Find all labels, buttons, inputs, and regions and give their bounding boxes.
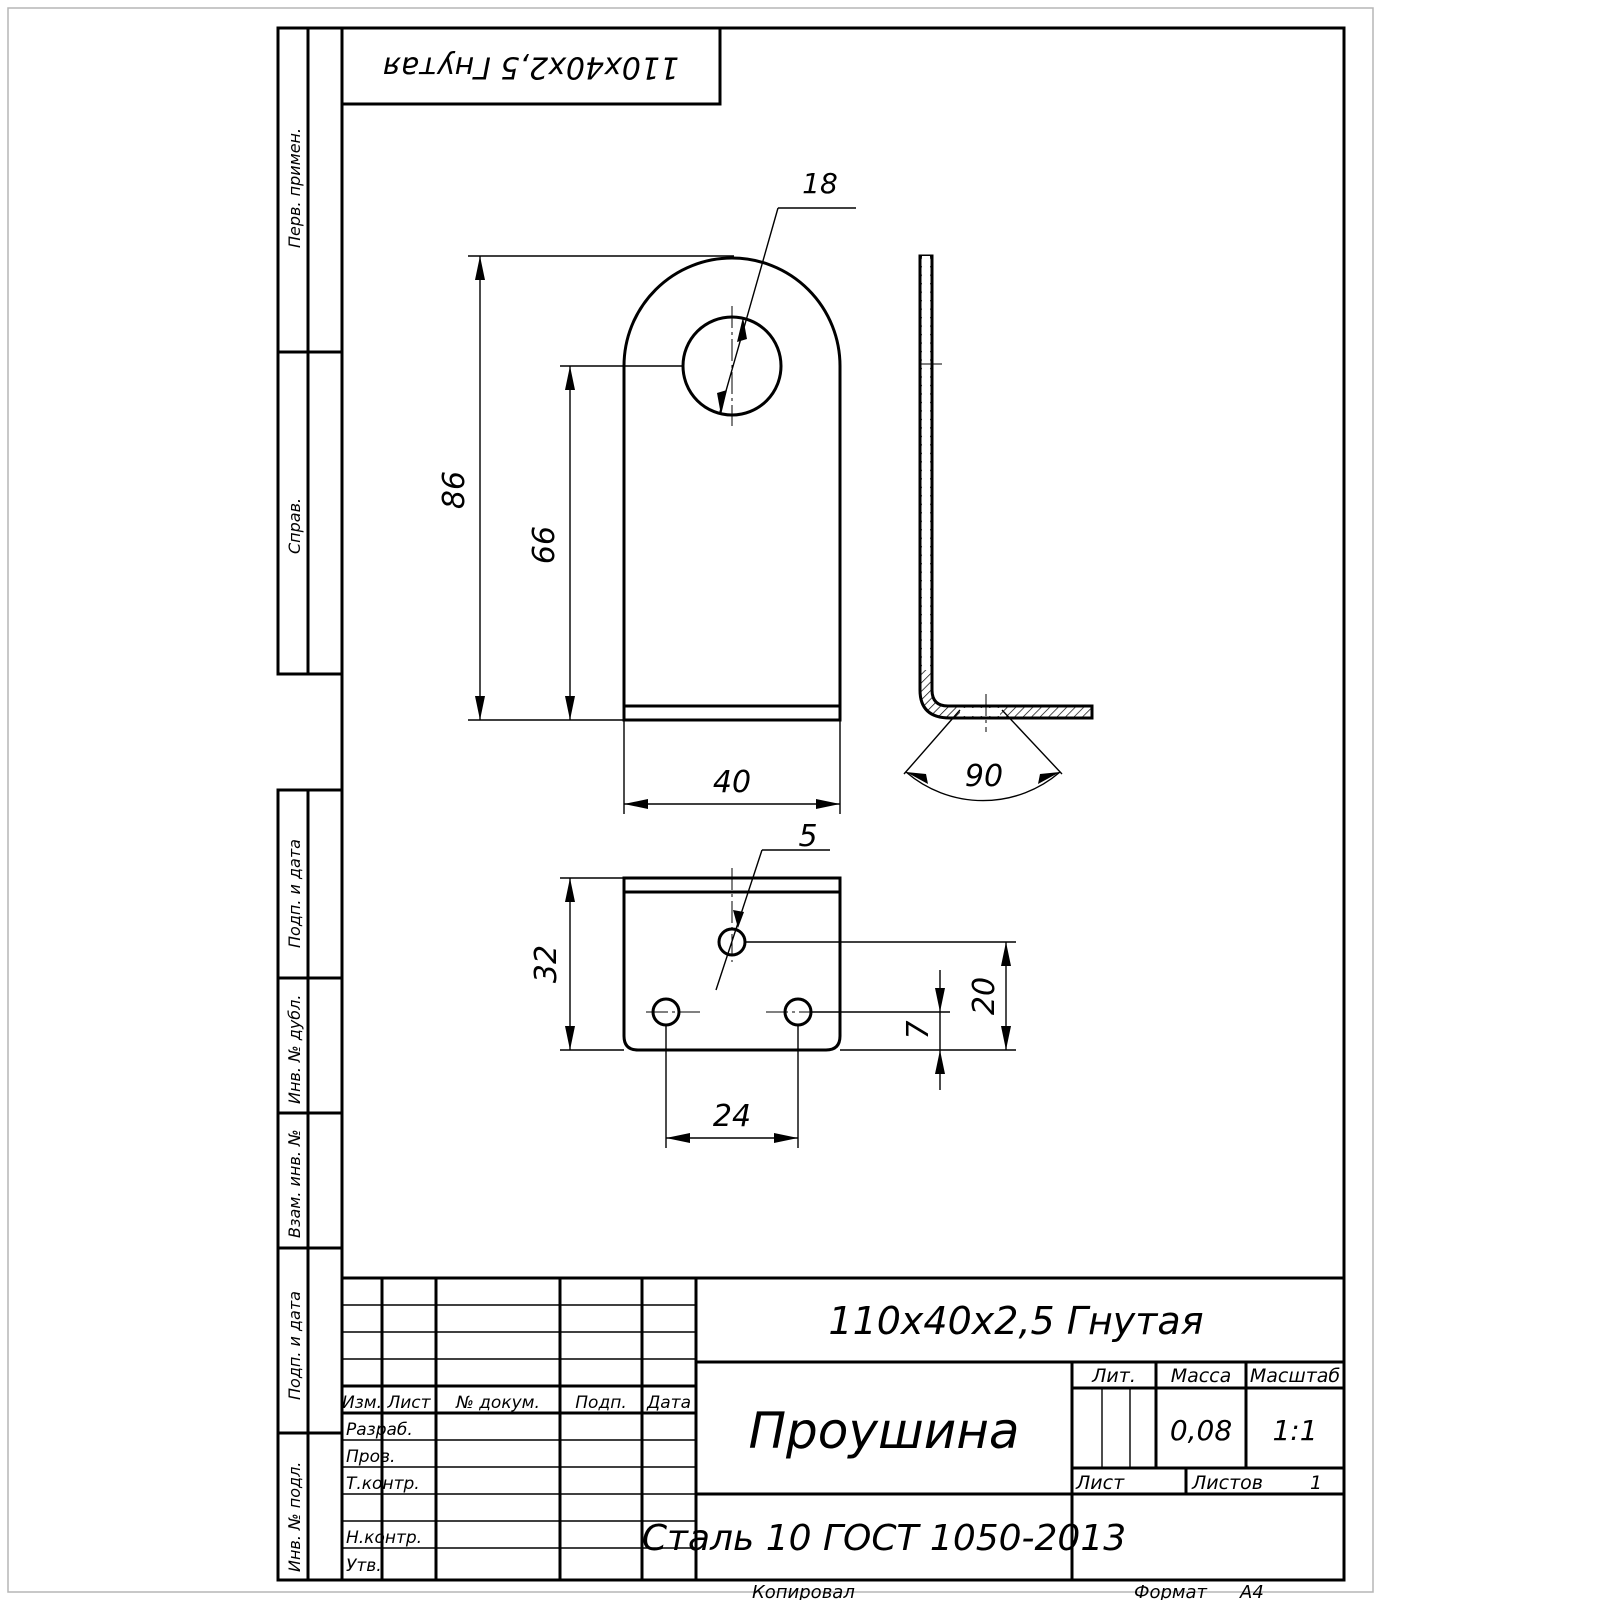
label-inv-dubl: Инв. № дубл.	[285, 995, 304, 1104]
paper-edge	[7, 7, 1374, 1593]
sheets-value: 1	[1310, 1472, 1322, 1494]
dim-small-hole-dia: 5	[798, 819, 817, 854]
row-razrab: Разраб.	[346, 1420, 413, 1440]
col-doc: № докум.	[455, 1393, 540, 1413]
dim-hole-spacing: 24	[713, 1099, 751, 1134]
title-material: Сталь 10 ГОСТ 1050-2013	[642, 1518, 1126, 1559]
col-izm: Изм.	[342, 1393, 382, 1413]
dim-hole-dia: 18	[802, 167, 838, 200]
lit-label: Лит.	[1091, 1365, 1136, 1387]
dim-tab-height: 32	[529, 945, 564, 983]
title-block: 110x40x2,5 Гнутая Проушина Сталь 10 ГОСТ…	[340, 1276, 1346, 1582]
side-column-labels: Перв. примен. Справ. Подп. и дата Инв. №…	[285, 128, 304, 1572]
footer-copied: Копировал	[752, 1582, 855, 1600]
mass-label: Масса	[1171, 1365, 1232, 1387]
row-nkontr: Н.контр.	[346, 1528, 422, 1548]
top-view-outline	[622, 876, 842, 1052]
row-prov: Пров.	[346, 1447, 395, 1467]
dim-hole-offset-7: 7	[901, 1020, 936, 1039]
sheets-label: Листов	[1191, 1472, 1263, 1494]
title-designation: 110x40x2,5 Гнутая	[828, 1299, 1203, 1343]
col-list: Лист	[386, 1393, 431, 1413]
dim-bend-angle: 90	[965, 759, 1003, 794]
label-inv-podl: Инв. № подл.	[285, 1462, 304, 1572]
footer-format-label: Формат	[1134, 1582, 1208, 1600]
row-utv: Утв.	[346, 1556, 382, 1576]
top-view: 5 32 20 7 24	[529, 819, 1016, 1148]
col-podp: Подп.	[575, 1393, 626, 1413]
front-view-outline	[622, 256, 842, 722]
footer-format-value: A4	[1239, 1582, 1264, 1600]
scale-label: Масштаб	[1250, 1365, 1341, 1387]
dim-total-height: 86	[437, 471, 472, 509]
dim-width: 40	[713, 765, 751, 800]
label-podp-i-data-1: Подп. и дата	[285, 839, 304, 948]
dim-hole-offset-20: 20	[967, 977, 1002, 1015]
stamp-designation: 110x40x2,5 Гнутая	[383, 50, 679, 85]
hole-dia-leader	[719, 207, 779, 413]
label-sprav: Справ.	[285, 498, 304, 554]
label-podp-i-data-2: Подп. и дата	[285, 1291, 304, 1400]
dim-hole-center: 66	[527, 526, 562, 564]
sheet-label: Лист	[1075, 1472, 1125, 1494]
col-date: Дата	[646, 1393, 691, 1413]
mass-value: 0,08	[1170, 1414, 1232, 1447]
label-perv-primen: Перв. примен.	[285, 128, 304, 248]
label-vzam-inv: Взам. инв. №	[285, 1129, 304, 1238]
side-view: 90	[903, 254, 1094, 802]
row-tkontr: Т.контр.	[346, 1474, 420, 1494]
side-view-section	[919, 255, 1093, 719]
scale-value: 1:1	[1272, 1414, 1317, 1447]
title-part-name: Проушина	[748, 1402, 1019, 1460]
front-view: 18 86 66 40	[437, 167, 856, 814]
